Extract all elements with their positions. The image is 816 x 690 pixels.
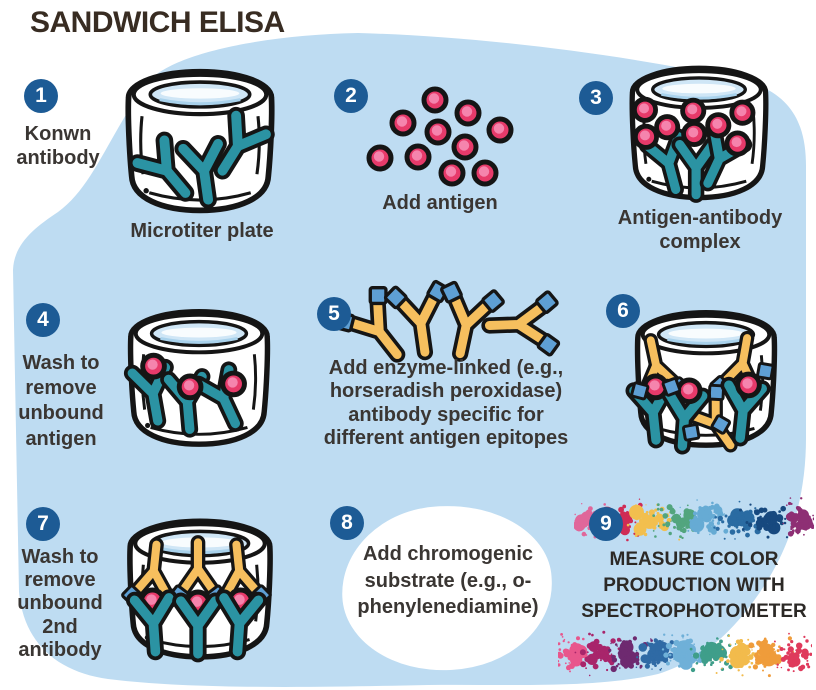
step-1-sublabel: Microtiter plate [130,220,274,242]
page-title: SANDWICH ELISA [30,6,285,39]
step-5-label: Add enzyme-linked (e.g., horseradish per… [323,357,569,450]
step-6-badge: 6 [606,294,640,328]
microtiter-plate-step6 [622,300,790,456]
step-9-label: MEASURE COLOR PRODUCTION WITH SPECTROPHO… [581,549,807,623]
step-7-label: Wash to remove unbound 2nd antibody [17,546,103,661]
enzyme-antibodies [336,274,572,370]
step-8-badge: 8 [330,506,364,540]
step-1-label: Konwn antibody [16,123,100,169]
step-5-badge: 5 [317,297,351,331]
microtiter-plate-step4 [115,301,283,453]
step-1-badge: 1 [24,79,58,113]
antigen-cluster [360,73,520,189]
step-4-badge: 4 [26,303,60,337]
step-3-label: Antigen-antibody complex [617,207,783,253]
step-3-badge: 3 [579,81,613,115]
microtiter-plate-step7 [114,509,286,667]
step-8-label: Add chromogenic substrate (e.g., o-pheny… [357,543,539,619]
microtiter-plate-step3 [617,58,781,206]
step-9-badge: 9 [589,507,623,541]
color-splatter-bottom [558,630,812,678]
step-2-badge: 2 [334,79,368,113]
microtiter-plate-step1 [112,61,288,219]
step-7-badge: 7 [26,507,60,541]
step-4-label: Wash to remove unbound antigen [18,352,104,450]
step-2-label: Add antigen [382,192,498,214]
